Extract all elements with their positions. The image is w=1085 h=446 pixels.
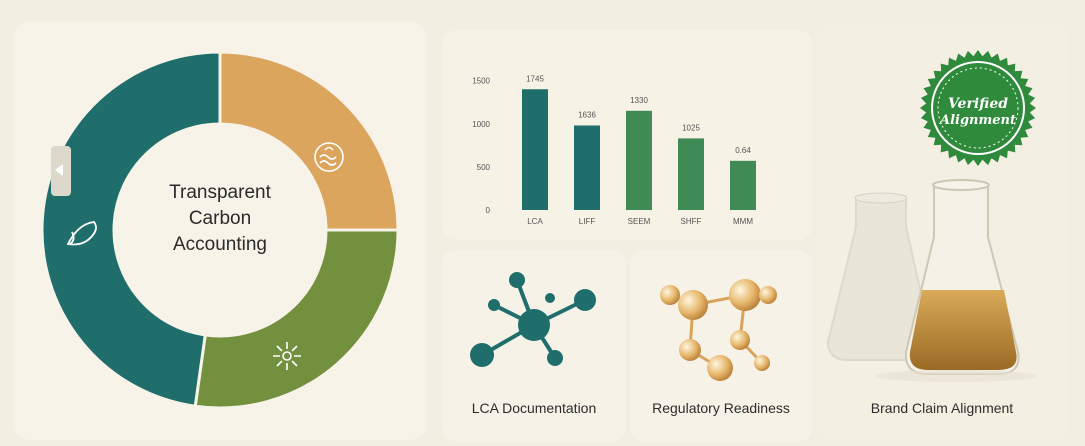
- badge-line-2: Alignment: [938, 113, 1016, 128]
- y-tick-label: 0: [486, 206, 491, 215]
- bar-mmm: [730, 160, 756, 210]
- x-tick-label: SHFF: [681, 217, 702, 226]
- x-tick-label: SEEM: [628, 217, 651, 226]
- bar-data-label: 1745: [526, 74, 544, 83]
- lca-documentation-card[interactable]: LCA Documentation: [442, 250, 626, 442]
- bar-lca: [522, 89, 548, 210]
- bar-shff: [678, 138, 704, 210]
- x-tick-label: MMM: [733, 217, 753, 226]
- donut-title-line-1: Transparent: [169, 182, 271, 203]
- brand-claim-alignment-card[interactable]: Verified Alignment Brand Claim Alignment: [816, 22, 1068, 442]
- donut-title-line-2: Carbon: [188, 208, 252, 229]
- donut-title-line-3: Accounting: [172, 234, 267, 255]
- bar-data-label: 0.64: [735, 146, 751, 155]
- chevron-left-icon: [55, 164, 63, 176]
- bar-data-label: 1636: [578, 110, 596, 119]
- y-tick-label: 1000: [472, 120, 490, 129]
- y-tick-label: 500: [477, 163, 491, 172]
- bar-seem: [626, 110, 652, 210]
- lca-documentation-label: LCA Documentation: [471, 400, 597, 416]
- brand-claim-alignment-label: Brand Claim Alignment: [870, 400, 1014, 416]
- regulatory-readiness-label: Regulatory Readiness: [652, 400, 790, 416]
- flask-illustration: [826, 179, 1036, 382]
- bond-network-icon: [660, 279, 777, 381]
- x-tick-label: LCA: [527, 217, 543, 226]
- bar-data-label: 1025: [682, 123, 700, 132]
- x-tick-label: LIFF: [579, 217, 596, 226]
- bar-liff: [574, 125, 600, 210]
- collapse-tab[interactable]: [51, 146, 71, 196]
- bar-data-label: 1330: [630, 96, 648, 105]
- y-tick-label: 1500: [472, 77, 490, 86]
- regulatory-readiness-card[interactable]: Regulatory Readiness: [630, 250, 812, 442]
- badge-line-1: Verified: [948, 96, 1008, 112]
- donut-title: Transparent Carbon Accounting: [120, 180, 320, 258]
- molecule-icon: [470, 272, 596, 367]
- verified-alignment-badge: Verified Alignment: [920, 50, 1036, 166]
